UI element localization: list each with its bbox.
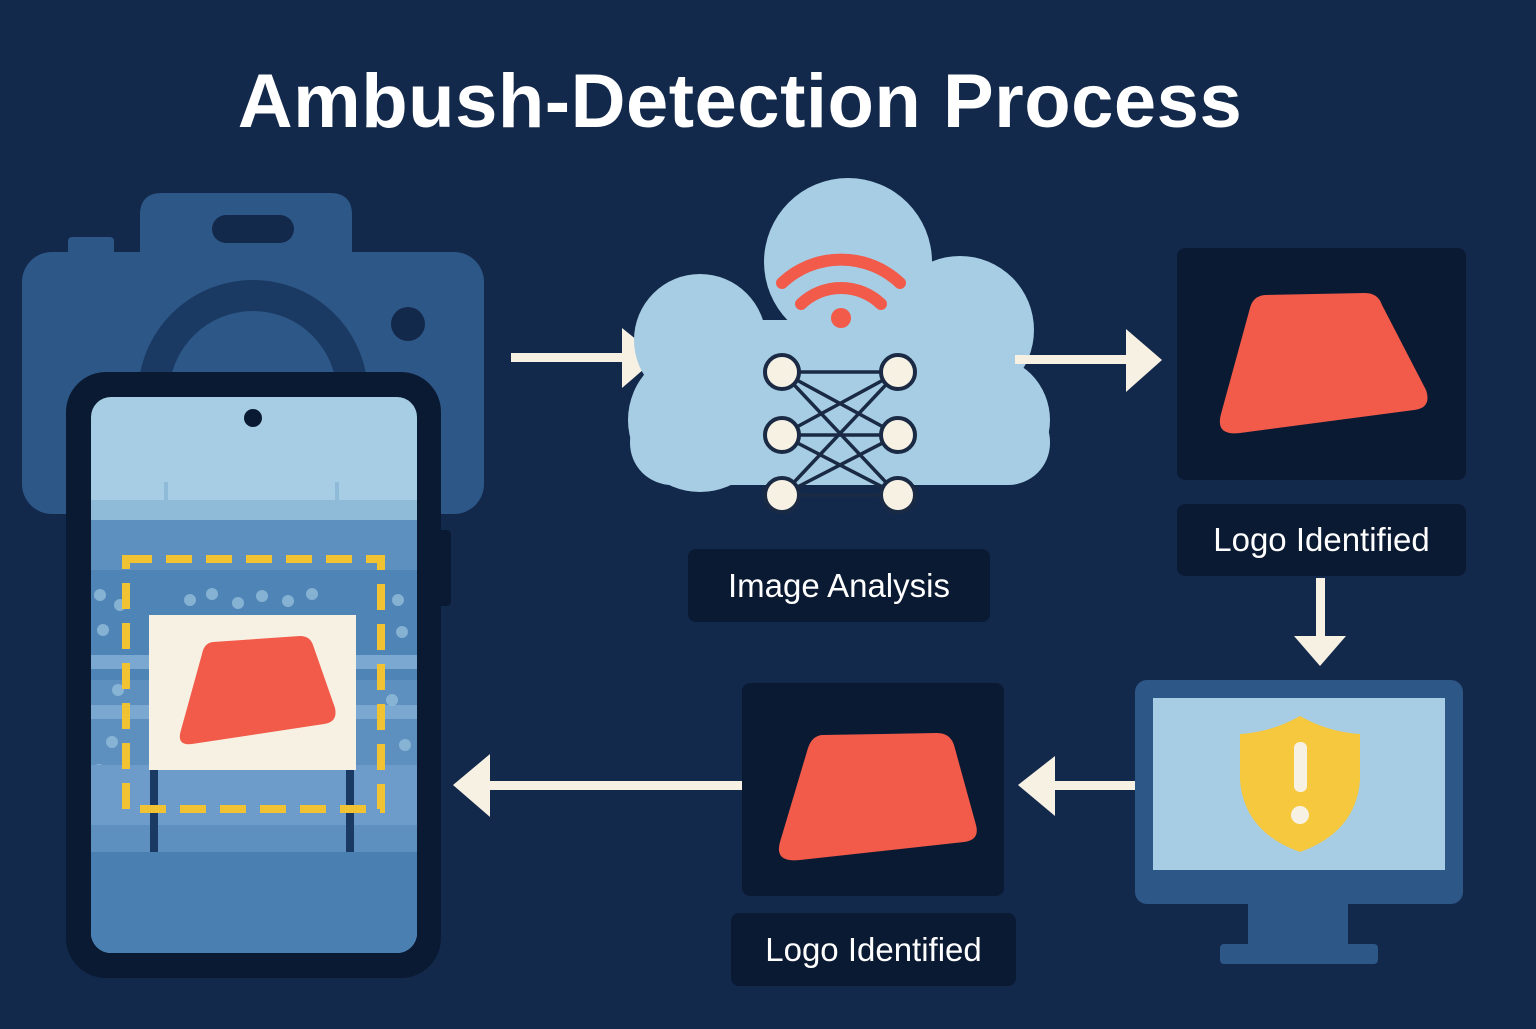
logo-icon: [778, 733, 977, 861]
step-label-logo-identified: Logo Identified: [1177, 504, 1466, 576]
page-title: Ambush-Detection Process: [237, 59, 1243, 144]
logo-icon: [1219, 293, 1428, 434]
wifi-icon: [776, 253, 906, 310]
logo-panel-top: [1177, 248, 1466, 480]
logo-icon: [179, 636, 336, 745]
phone-screen: [91, 397, 417, 953]
step-label-logo-identified-return: Logo Identified: [731, 913, 1016, 986]
arrow-identified-to-alert: [1294, 578, 1346, 666]
arrow-analysis-to-identified: [1015, 329, 1162, 392]
detection-box: [122, 555, 385, 813]
warning-shield-monitor-icon: [1135, 680, 1463, 964]
arrow-alert-to-identified-return: [1018, 756, 1135, 816]
step-label-image-analysis: Image Analysis: [688, 549, 990, 622]
cloud-neural-network-icon: [628, 178, 1050, 514]
front-camera-dot: [244, 409, 262, 427]
logo-panel-bottom: [742, 683, 1004, 896]
smartphone: [66, 372, 451, 978]
arrow-identified-return-to-capture: [453, 754, 742, 817]
